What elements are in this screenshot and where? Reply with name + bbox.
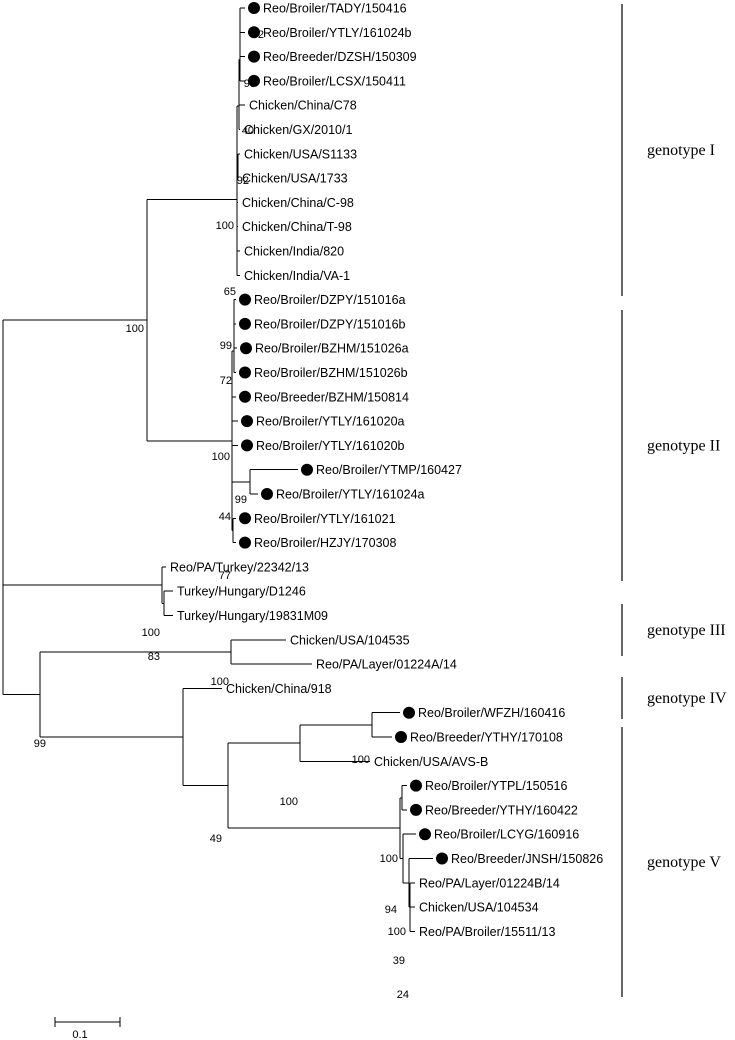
taxon-label-t31: Reo/Breeder/YTHY/170108: [410, 731, 563, 745]
bootstrap-value: 99: [235, 494, 247, 506]
bootstrap-value: 99: [220, 340, 232, 352]
taxon-label-t39: Reo/PA/Broiler/15511/13: [419, 925, 555, 939]
taxon-label-t22: Reo/Broiler/YTLY/161021: [254, 512, 396, 526]
genotype-label-5: genotype V: [647, 854, 721, 871]
isolate-marker-t34: [410, 803, 422, 816]
taxon-label-t27: Chicken/USA/104535: [290, 633, 410, 647]
isolate-marker-t20: [301, 463, 313, 476]
bootstrap-value: 100: [216, 220, 234, 232]
taxon-label-t9: Chicken/China/C-98: [242, 196, 354, 210]
taxon-label-t25: Turkey/Hungary/D1246: [177, 585, 306, 599]
bootstrap-value: 65: [224, 286, 236, 298]
taxon-label-t13: Reo/Broiler/DZPY/151016a: [254, 293, 406, 307]
taxon-label-t18: Reo/Broiler/YTLY/161020a: [256, 415, 405, 429]
taxon-label-t36: Reo/Breeder/JNSH/150826: [451, 852, 603, 866]
genotype-label-4: genotype IV: [647, 690, 727, 707]
isolate-marker-t3: [248, 50, 260, 63]
bootstrap-value: 100: [212, 451, 230, 463]
taxon-label-t15: Reo/Broiler/BZHM/151026a: [255, 342, 409, 356]
isolate-marker-t18: [241, 415, 253, 428]
scale-bar-label: 0.1: [72, 1029, 87, 1040]
bootstrap-value: 100: [211, 676, 229, 688]
taxon-label-t38: Chicken/USA/104534: [419, 901, 539, 915]
bootstrap-value: 72: [220, 375, 232, 387]
taxon-label-t5: Chicken/China/C78: [249, 99, 357, 113]
genotype-label-3: genotype III: [647, 622, 726, 639]
taxon-label-t6: Chicken/GX/2010/1: [244, 123, 352, 137]
bootstrap-value: 92: [237, 175, 249, 187]
isolate-marker-t33: [410, 779, 422, 792]
taxon-label-t34: Reo/Breeder/YTHY/160422: [425, 803, 578, 817]
taxon-label-t21: Reo/Broiler/YTLY/161024a: [276, 488, 425, 502]
isolate-marker-t23: [239, 536, 251, 549]
isolate-markers: [239, 2, 448, 865]
tree-branches: [2, 7, 433, 932]
taxon-label-t28: Reo/PA/Layer/01224A/14: [316, 658, 457, 672]
isolate-marker-t22: [239, 512, 251, 525]
bootstrap-value: 100: [352, 754, 370, 766]
bootstrap-value: 100: [126, 323, 144, 335]
taxon-label-t2: Reo/Broiler/YTLY/161024b: [263, 26, 412, 40]
isolate-marker-t19: [241, 439, 253, 452]
isolate-marker-t2: [248, 26, 260, 39]
taxon-labels: Reo/Broiler/TADY/150416Reo/Broiler/YTLY/…: [170, 2, 603, 939]
isolate-marker-t21: [261, 488, 273, 500]
bootstrap-value: 72: [252, 29, 264, 41]
bootstrap-value: 99: [34, 738, 46, 750]
bootstrap-value: 99: [244, 78, 256, 90]
isolate-marker-t16: [239, 366, 251, 379]
taxon-label-t8: Chicken/USA/1733: [242, 172, 348, 186]
isolate-marker-t14: [239, 317, 251, 330]
isolate-marker-t1: [248, 2, 260, 14]
taxon-label-t35: Reo/Broiler/LCYG/160916: [434, 828, 579, 842]
bootstrap-value: 40: [242, 125, 254, 137]
taxon-label-t14: Reo/Broiler/DZPY/151016b: [254, 317, 406, 331]
genotype-label-2: genotype II: [647, 438, 720, 455]
isolate-marker-t4: [248, 74, 260, 87]
isolate-marker-t15: [240, 342, 252, 355]
bootstrap-value: 77: [219, 570, 231, 582]
taxon-label-t32: Chicken/USA/AVS-B: [374, 755, 488, 769]
taxon-label-t1: Reo/Broiler/TADY/150416: [263, 2, 407, 16]
isolate-marker-t36: [436, 852, 448, 865]
taxon-label-t33: Reo/Broiler/YTPL/150516: [425, 779, 567, 793]
isolate-marker-t13: [239, 293, 251, 306]
genotype-label-1: genotype I: [647, 142, 715, 159]
taxon-label-t3: Reo/Breeder/DZSH/150309: [263, 50, 417, 64]
taxon-label-t16: Reo/Broiler/BZHM/151026b: [254, 366, 408, 380]
bootstrap-value: 100: [388, 926, 406, 938]
isolate-marker-t30: [403, 706, 415, 719]
taxon-label-t11: Chicken/India/820: [244, 245, 344, 259]
taxon-label-t19: Reo/Broiler/YTLY/161020b: [256, 439, 405, 453]
bootstrap-value: 94: [385, 904, 397, 916]
isolate-marker-t31: [395, 731, 407, 743]
bootstrap-value: 44: [219, 511, 231, 523]
taxon-label-t24: Reo/PA/Turkey/22342/13: [170, 560, 309, 574]
taxon-label-t23: Reo/Broiler/HZJY/170308: [254, 536, 396, 550]
taxon-label-t26: Turkey/Hungary/19831M09: [177, 609, 328, 623]
taxon-label-t20: Reo/Broiler/YTMP/160427: [316, 463, 462, 477]
genotype-brackets: genotype I genotype II genotype III genotyp…: [621, 4, 727, 997]
taxon-label-t30: Reo/Broiler/WFZH/160416: [418, 706, 565, 720]
bootstrap-value: 100: [280, 796, 298, 808]
bootstrap-value: 100: [142, 627, 160, 639]
bootstrap-value: 24: [397, 989, 409, 1001]
bootstrap-value: 100: [380, 853, 398, 865]
bootstrap-value: 83: [148, 651, 160, 663]
taxon-label-t17: Reo/Breeder/BZHM/150814: [254, 390, 409, 404]
isolate-marker-t17: [239, 390, 251, 403]
taxon-label-t10: Chicken/China/T-98: [242, 220, 352, 234]
scale-bar: 0.1: [54, 1017, 121, 1040]
taxon-label-t29: Chicken/China/918: [226, 682, 332, 696]
bootstrap-values: 72 99 40 92 100 65 100 99 72 100 99 44 77 100 83 100 99 1…: [34, 29, 409, 1001]
taxon-label-t37: Reo/PA/Layer/01224B/14: [419, 876, 560, 890]
isolate-marker-t35: [419, 828, 431, 841]
taxon-label-t7: Chicken/USA/S1133: [244, 147, 357, 161]
taxon-label-t4: Reo/Broiler/LCSX/150411: [263, 74, 406, 88]
taxon-label-t12: Chicken/India/VA-1: [244, 269, 350, 283]
bootstrap-value: 49: [210, 833, 222, 845]
bootstrap-value: 39: [393, 955, 405, 967]
